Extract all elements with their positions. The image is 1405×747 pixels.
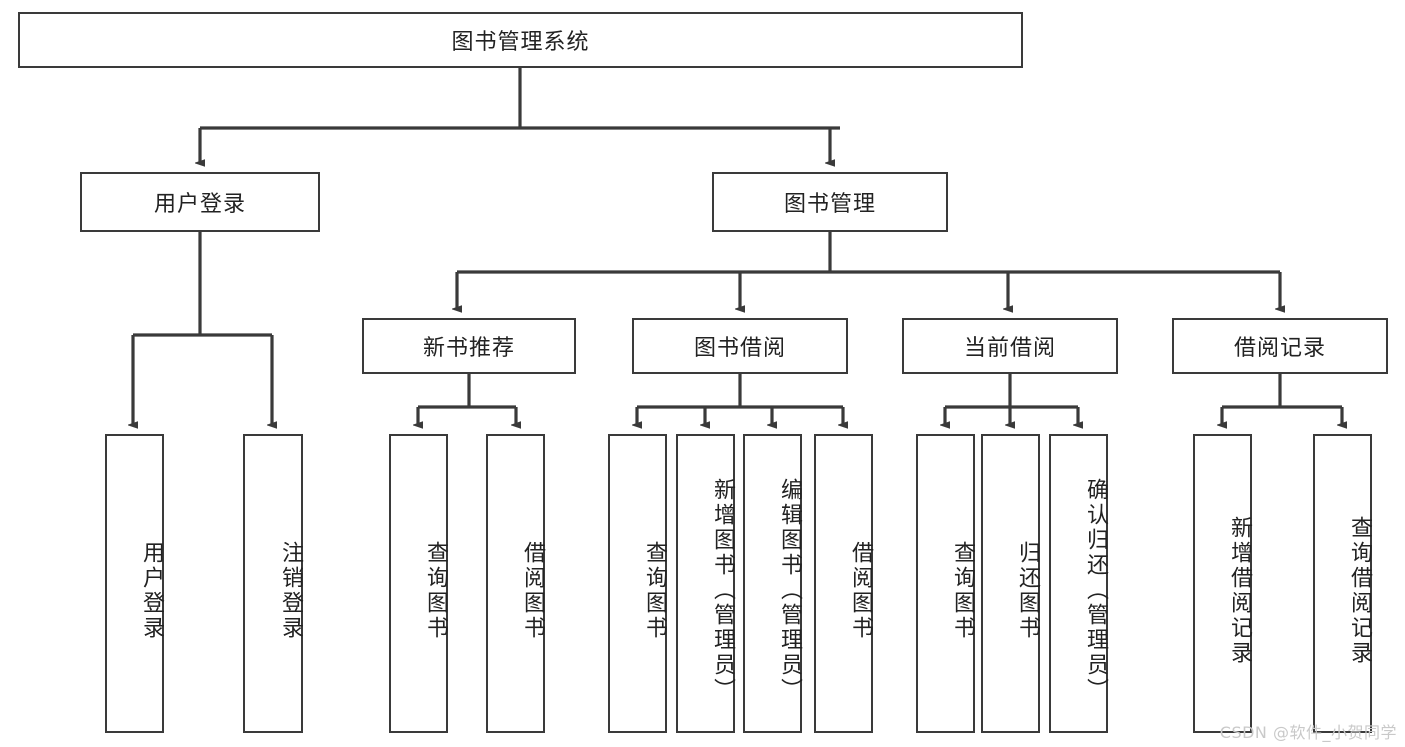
node-book-borrow-label: 图书借阅 bbox=[693, 336, 786, 361]
node-leaf-borrow-book-label: 借阅图书 bbox=[848, 540, 873, 641]
node-leaf-add-book-label: 新增图书（管理员） bbox=[710, 478, 735, 703]
node-current-borrow[interactable]: 当前借阅 bbox=[902, 318, 1118, 374]
node-new-book-recommend[interactable]: 新书推荐 bbox=[362, 318, 576, 374]
node-leaf-add-record[interactable]: 新增借阅记录 bbox=[1193, 434, 1252, 733]
watermark-text: CSDN @软件_小贺同学 bbox=[1219, 723, 1397, 742]
node-book-borrow[interactable]: 图书借阅 bbox=[632, 318, 848, 374]
node-user-login-label: 用户登录 bbox=[153, 192, 246, 217]
node-borrow-records-label: 借阅记录 bbox=[1233, 336, 1326, 361]
node-leaf-query-book-rec[interactable]: 查询图书 bbox=[389, 434, 448, 733]
node-leaf-logout-label: 注销登录 bbox=[278, 540, 303, 641]
node-book-management[interactable]: 图书管理 bbox=[712, 172, 948, 232]
node-leaf-query-record-label: 查询借阅记录 bbox=[1347, 515, 1372, 666]
node-root[interactable]: 图书管理系统 bbox=[18, 12, 1023, 68]
node-borrow-records[interactable]: 借阅记录 bbox=[1172, 318, 1388, 374]
node-leaf-edit-book[interactable]: 编辑图书（管理员） bbox=[743, 434, 802, 733]
node-leaf-edit-book-label: 编辑图书（管理员） bbox=[777, 478, 802, 703]
node-leaf-borrow-book-rec-label: 借阅图书 bbox=[520, 540, 545, 641]
node-leaf-add-book[interactable]: 新增图书（管理员） bbox=[676, 434, 735, 733]
node-leaf-logout[interactable]: 注销登录 bbox=[243, 434, 303, 733]
node-leaf-return-book-label: 归还图书 bbox=[1015, 540, 1040, 641]
node-user-login[interactable]: 用户登录 bbox=[80, 172, 320, 232]
node-leaf-user-login[interactable]: 用户登录 bbox=[105, 434, 164, 733]
node-leaf-query-record[interactable]: 查询借阅记录 bbox=[1313, 434, 1372, 733]
node-leaf-query-book-borrow-label: 查询图书 bbox=[642, 540, 667, 641]
node-leaf-confirm-return-label: 确认归还（管理员） bbox=[1083, 478, 1108, 703]
node-root-label: 图书管理系统 bbox=[451, 30, 590, 55]
node-leaf-user-login-label: 用户登录 bbox=[139, 540, 164, 641]
node-book-management-label: 图书管理 bbox=[783, 192, 876, 217]
node-leaf-query-book-current-label: 查询图书 bbox=[950, 540, 975, 641]
node-leaf-query-book-current[interactable]: 查询图书 bbox=[916, 434, 975, 733]
node-leaf-add-record-label: 新增借阅记录 bbox=[1227, 515, 1252, 666]
node-leaf-query-book-borrow[interactable]: 查询图书 bbox=[608, 434, 667, 733]
node-leaf-borrow-book-rec[interactable]: 借阅图书 bbox=[486, 434, 545, 733]
node-leaf-return-book[interactable]: 归还图书 bbox=[981, 434, 1040, 733]
node-current-borrow-label: 当前借阅 bbox=[963, 336, 1056, 361]
node-leaf-borrow-book[interactable]: 借阅图书 bbox=[814, 434, 873, 733]
node-new-book-recommend-label: 新书推荐 bbox=[422, 336, 515, 361]
node-leaf-query-book-rec-label: 查询图书 bbox=[423, 540, 448, 641]
node-leaf-confirm-return[interactable]: 确认归还（管理员） bbox=[1049, 434, 1108, 733]
